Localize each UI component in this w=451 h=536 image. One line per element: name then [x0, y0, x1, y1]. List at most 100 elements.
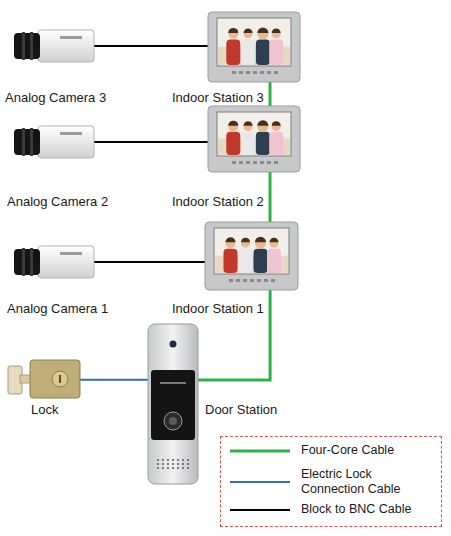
- photo-face: [241, 239, 250, 248]
- monitor-button: [257, 279, 261, 282]
- door-panel: [148, 324, 198, 484]
- speaker-hole: [172, 459, 174, 461]
- call-button-center: [169, 417, 177, 425]
- node-label: Door Station: [205, 402, 277, 417]
- photo-figure: [267, 249, 281, 273]
- speaker-hole: [187, 463, 189, 465]
- node-label: Indoor Station 3: [172, 90, 264, 105]
- legend-text: Electric Lock Connection Cable: [301, 467, 419, 497]
- photo-figure: [239, 249, 253, 273]
- photo-hair: [244, 28, 253, 32]
- speaker-hole: [157, 463, 159, 465]
- photo-figure: [269, 40, 283, 65]
- monitor-button: [232, 71, 236, 74]
- monitor-button: [260, 161, 264, 164]
- photo-hair: [228, 28, 238, 33]
- monitor-button: [260, 71, 264, 74]
- speaker-hole: [167, 467, 169, 469]
- photo-face: [228, 29, 238, 39]
- lens-ring: [30, 128, 33, 156]
- monitor-button: [250, 279, 254, 282]
- lens-ring: [22, 32, 25, 60]
- camera-node: Analog Camera 3: [14, 28, 94, 64]
- node-illustration: [14, 244, 94, 280]
- monitor-button: [274, 161, 278, 164]
- monitor-screen: [214, 228, 289, 274]
- speaker-hole: [157, 459, 159, 461]
- monitor-frame: [205, 222, 298, 290]
- photo-face: [244, 122, 253, 131]
- monitor-button: [274, 71, 278, 74]
- camera-node: Analog Camera 1: [14, 244, 94, 280]
- photo-figure: [269, 132, 283, 155]
- speaker-hole: [157, 467, 159, 469]
- legend-row: Four-Core Cable: [221, 443, 441, 458]
- camera-body: [38, 30, 94, 62]
- photo-hair: [228, 121, 238, 126]
- camera-lens: [14, 33, 40, 59]
- photo-face: [257, 121, 268, 132]
- legend-row: Block to BNC Cable: [221, 502, 441, 517]
- photo-face: [228, 122, 238, 132]
- photo-face: [270, 239, 279, 248]
- camera-body: [38, 126, 94, 158]
- speaker-hole: [187, 467, 189, 469]
- node-illustration: [208, 106, 300, 172]
- legend-row: Electric Lock Connection Cable: [221, 467, 441, 497]
- lens-ring: [22, 128, 25, 156]
- node-illustration: [14, 124, 94, 160]
- speaker-hole: [187, 459, 189, 461]
- photo-figure: [241, 132, 255, 155]
- monitor-button: [229, 279, 233, 282]
- monitor-button: [267, 71, 271, 74]
- speaker-hole: [182, 459, 184, 461]
- logo-mark: [60, 36, 82, 39]
- door-front-panel: [151, 370, 195, 440]
- monitor-button: [271, 279, 275, 282]
- key-slot: [59, 375, 61, 383]
- monitor-button: [253, 71, 257, 74]
- monitor-button: [239, 161, 243, 164]
- photo-hair: [257, 120, 268, 126]
- door-camera-lens: [170, 341, 177, 348]
- photo-hair: [272, 121, 281, 126]
- speaker-hole: [177, 459, 179, 461]
- monitor-button: [253, 161, 257, 164]
- cable-line: [269, 172, 272, 222]
- monitor-button: [232, 161, 236, 164]
- lock-node: Lock: [8, 358, 80, 400]
- speaker-hole: [172, 463, 174, 465]
- photo-hair: [226, 237, 236, 242]
- photo-face: [244, 29, 253, 38]
- legend-swatch: [230, 481, 290, 483]
- monitor-screen: [217, 112, 291, 156]
- legend-swatch-box: [221, 477, 301, 487]
- legend-swatch: [230, 449, 290, 452]
- photo-face: [255, 238, 266, 249]
- lock-cylinder: [52, 371, 68, 387]
- photo-figure: [226, 132, 240, 155]
- photo-face: [226, 238, 236, 248]
- door-station-node: Door Station: [148, 324, 198, 484]
- legend-swatch-box: [221, 505, 301, 515]
- legend-text: Block to BNC Cable: [301, 502, 419, 517]
- node-label: Indoor Station 2: [172, 194, 264, 209]
- monitor-button: [246, 71, 250, 74]
- photo-hair: [241, 238, 250, 243]
- call-button: [164, 412, 182, 430]
- photo-figure: [256, 40, 270, 65]
- monitor-screen: [217, 18, 291, 66]
- photo-figure: [256, 132, 270, 155]
- camera-lens: [14, 249, 40, 275]
- monitor-frame: [208, 12, 300, 82]
- photo-figure: [226, 40, 240, 65]
- legend-swatch-box: [221, 446, 301, 456]
- photo-hair: [270, 238, 279, 243]
- lens-ring: [30, 32, 33, 60]
- monitor-button: [267, 161, 271, 164]
- photo-figure: [241, 40, 255, 65]
- node-illustration: [205, 222, 298, 290]
- node-illustration: [148, 324, 198, 484]
- speaker-hole: [162, 467, 164, 469]
